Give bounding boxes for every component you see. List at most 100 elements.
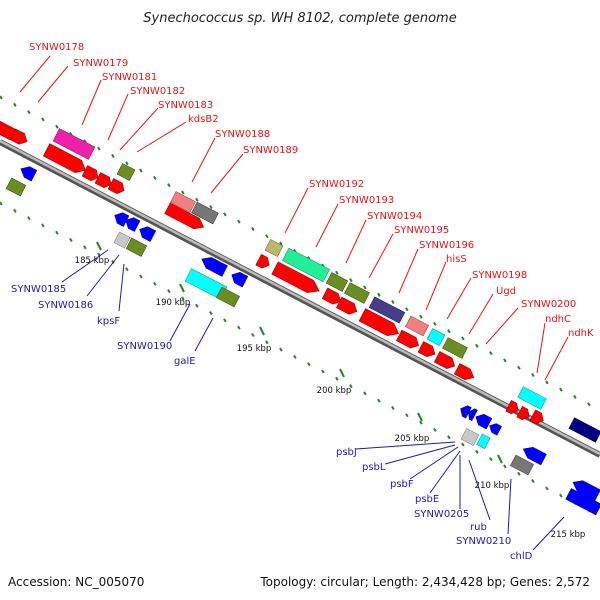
gene-label[interactable]: psbL [362,462,386,473]
gene-feature[interactable] [94,172,114,190]
gene-label[interactable]: hisS [446,254,467,265]
gene-feature[interactable] [344,282,370,304]
gene-feature[interactable] [426,328,446,346]
tick-label: 205 kbp [395,434,430,444]
gene-feature[interactable] [520,444,547,466]
gene-feature[interactable] [487,421,502,436]
gene-label[interactable]: ndhK [568,328,594,339]
gene-label[interactable]: Ugd [496,286,516,297]
gene-feature[interactable] [442,337,468,359]
gene-label[interactable]: SYNW0205 [414,509,469,520]
gene-label[interactable]: ndhC [545,314,571,325]
gene-feature[interactable] [321,287,344,307]
gene-label[interactable]: galE [174,356,196,367]
gene-feature[interactable] [107,178,127,196]
gene-feature[interactable] [0,119,16,141]
gene-feature[interactable] [282,247,330,283]
gene-feature[interactable] [433,351,457,372]
gene-label[interactable]: SYNW0200 [521,299,576,310]
gene-feature[interactable] [510,454,534,476]
gene-feature[interactable] [505,400,521,416]
gene-feature[interactable] [336,296,359,317]
gene-label[interactable]: SYNW0181 [102,72,157,83]
gene-label[interactable]: psbJ [336,447,357,458]
gene-label[interactable]: chlD [510,551,533,562]
gene-feature[interactable] [516,406,532,422]
gene-feature[interactable] [5,177,27,197]
gene-feature[interactable] [417,341,438,359]
gene-feature[interactable] [199,254,228,277]
gene-label[interactable]: SYNW0188 [215,129,270,140]
gene-feature[interactable] [458,403,472,419]
gene-feature[interactable] [396,329,421,351]
gene-feature[interactable] [565,488,600,516]
track-dot [335,376,339,381]
gene-feature[interactable] [570,477,600,501]
track-dot [349,384,353,389]
track-dot [391,405,395,411]
track-dot [363,391,367,396]
scale-tick: 205 kbp [395,412,430,444]
gene-feature[interactable] [405,315,429,337]
gene-label[interactable]: SYNW0195 [394,225,449,236]
gene-feature[interactable] [568,417,600,443]
gene-feature[interactable] [229,269,249,288]
gene-feature[interactable] [476,433,491,449]
gene-label[interactable]: psbF [390,479,414,490]
genes-forward-inner [0,119,546,426]
gene-feature[interactable] [453,363,476,383]
gene-label[interactable]: SYNW0185 [11,284,66,295]
gene-feature[interactable] [191,201,219,225]
gene-label[interactable]: SYNW0196 [419,240,474,251]
gene-label[interactable]: SYNW0183 [158,100,213,111]
gene-feature[interactable] [368,296,406,324]
gene-feature[interactable] [466,407,478,422]
track-dot [237,219,241,224]
gene-label[interactable]: SYNW0194 [367,211,422,222]
gene-feature[interactable] [325,272,349,292]
gene-feature[interactable] [116,163,136,181]
gene-feature[interactable] [517,386,547,410]
gene-feature[interactable] [264,239,284,257]
gene-feature[interactable] [255,254,272,270]
track-dot [461,442,465,447]
gene-feature[interactable] [529,409,546,426]
gene-feature[interactable] [473,411,493,430]
gene-feature[interactable] [271,261,323,298]
gene-label[interactable]: SYNW0182 [130,86,185,97]
gene-feature[interactable] [81,165,101,183]
gene-label-texts-reverse: SYNW0185 SYNW0186 kpsF SYNW0190 galE psb… [11,284,533,562]
track-dot [391,299,395,305]
gene-feature[interactable] [170,191,196,213]
gene-label[interactable]: SYNW0192 [309,179,364,190]
gene-label[interactable]: kpsF [97,316,120,327]
gene-feature[interactable] [358,308,402,340]
gene-feature[interactable] [9,128,30,147]
genes-forward-outer [52,128,600,443]
track-dot [0,201,3,206]
track-dot [279,347,283,352]
gene-label[interactable]: rub [470,522,487,533]
gene-feature[interactable] [123,215,141,232]
gene-label[interactable]: psbE [415,494,439,505]
gene-label[interactable]: SYNW0189 [243,145,298,156]
gene-label[interactable]: SYNW0198 [472,270,527,281]
gene-feature[interactable] [164,202,207,233]
gene-label[interactable]: SYNW0186 [38,300,93,311]
gene-feature[interactable] [42,143,88,177]
gene-feature[interactable] [125,237,148,257]
gene-label[interactable]: SYNW0178 [29,42,84,53]
gene-label[interactable]: SYNW0179 [73,58,128,69]
gene-label[interactable]: SYNW0190 [117,341,172,352]
gene-feature[interactable] [216,286,240,308]
track-dot [517,365,521,370]
gene-feature[interactable] [460,428,480,446]
gene-label[interactable]: SYNW0193 [339,195,394,206]
gene-label[interactable]: SYNW0210 [456,536,511,547]
gene-feature[interactable] [112,210,130,227]
gene-feature[interactable] [113,231,131,249]
gene-feature[interactable] [18,163,38,182]
gene-label[interactable]: kdsB2 [188,114,219,125]
gene-feature[interactable] [137,224,157,242]
gene-feature[interactable] [52,128,96,160]
